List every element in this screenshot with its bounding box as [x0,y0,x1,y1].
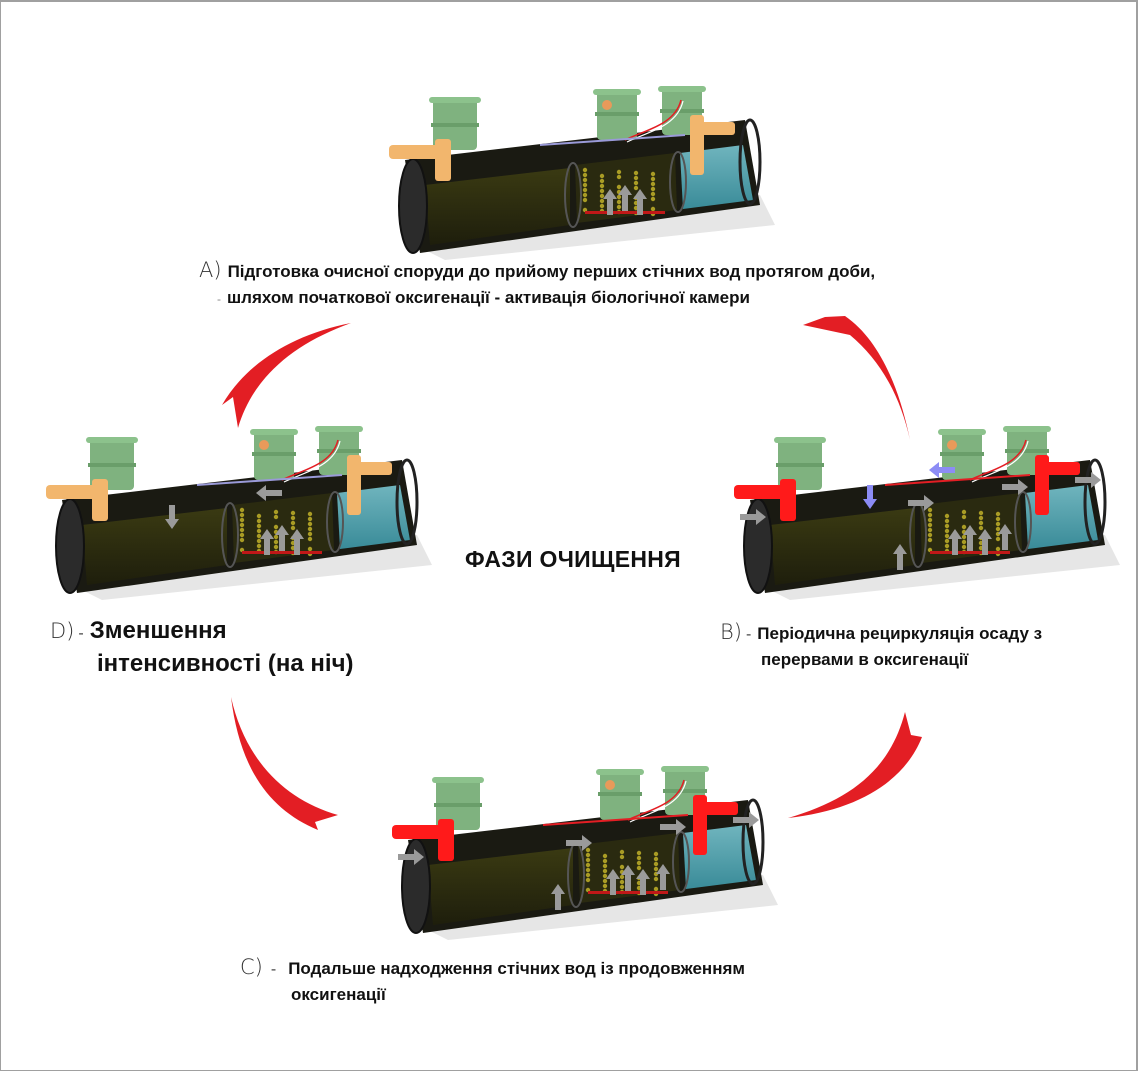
flow-arrow-up [603,189,617,215]
outlet-pipe [347,455,392,515]
flow-arrow-up [551,884,565,910]
flow-arrow-up [948,529,962,555]
flow-arrow-right [398,849,424,865]
flow-arrow-up [963,525,977,551]
outlet-pipe [693,795,738,855]
riser-2 [593,89,641,140]
phase-c-label: C) - Подальше надходження стічних вод із… [240,955,745,1008]
sludge-chamber [770,508,915,585]
cycle-arrow-b-to-c [788,712,922,818]
flow-arrow-left [929,462,955,478]
flow-arrow-up [893,544,907,570]
tank-phase-a [385,85,775,265]
flow-arrow-right [660,819,686,835]
flow-arrow-up [290,529,304,555]
flow-arrow-left [256,485,282,501]
cycle-arrow-d-to-a [222,323,351,428]
riser-1 [432,777,484,830]
flow-arrow-right [566,835,592,851]
riser-2 [250,429,298,480]
phase-d-line-2: інтенсивності (на ніч) [97,650,354,677]
outlet-pipe [690,115,735,175]
phase-b-letter: B) [720,620,742,644]
phase-a-line-2: шляхом початкової оксигенації - активаці… [227,288,750,307]
inlet-pipe [392,819,454,861]
flow-arrow-up [636,869,650,895]
flow-arrow-up [275,525,289,551]
flow-arrow-right [1002,479,1028,495]
phase-b-label: B) - Періодична рециркуляція осаду з пер… [720,620,1042,673]
phase-c-dash: - [270,961,277,978]
cycle-arrow-c-to-d [231,697,338,830]
tank-phase-c [388,765,778,945]
phase-a-label: A) Підготовка очисної споруди до прийому… [199,258,875,311]
flow-arrow-up [633,189,647,215]
riser-1 [774,437,826,490]
flow-arrow-down [863,485,877,509]
outlet-pipe [1035,455,1080,515]
flow-arrow-right [1075,472,1101,488]
phase-c-line-2: оксигенації [291,985,386,1004]
phase-b-line-1: Періодична рециркуляція осаду з [757,624,1043,643]
flow-arrow-right [908,495,934,511]
sludge-chamber [82,508,227,585]
flow-arrow-up [621,865,635,891]
tank-end-cap [398,158,428,254]
phase-d-label: D) - Зменшення інтенсивності (на ніч) [50,615,354,681]
inlet-pipe [389,139,451,181]
tank-phase-b [730,425,1120,605]
diagram-title: ФАЗИ ОЧИЩЕННЯ [465,546,682,572]
phase-d-line-1: Зменшення [89,617,227,644]
phase-c-letter: C) [240,955,263,979]
inlet-pipe [734,479,796,521]
phase-a-letter: A) [199,258,222,282]
flow-arrow-up [606,869,620,895]
phase-a-dash: - [217,292,221,306]
riser-2 [596,769,644,820]
sludge-chamber [425,168,570,245]
flow-arrow-up [618,185,632,211]
phase-b-line-2: перервами в оксигенації [761,650,969,669]
flow-arrow-up [998,524,1012,550]
phase-d-letter: D) [50,619,75,643]
flow-arrow-up [260,529,274,555]
phase-c-line-1: Подальше надходження стічних вод із прод… [288,959,745,978]
riser-1 [429,97,481,150]
flow-arrow-right [733,812,759,828]
riser-1 [86,437,138,490]
flow-arrow-up [656,864,670,890]
sludge-chamber [428,848,573,925]
flow-arrow-down [165,505,179,529]
flow-arrow-up [978,529,992,555]
phase-d-dash: - [78,625,84,642]
phase-b-dash: - [745,626,752,643]
tank-phase-d [42,425,432,605]
flow-arrow-right [740,509,766,525]
cycle-arrow-a-to-b [803,316,910,440]
phase-a-line-1: Підготовка очисної споруди до прийому пе… [227,262,876,281]
tank-end-cap [55,498,85,594]
inlet-pipe [46,479,108,521]
